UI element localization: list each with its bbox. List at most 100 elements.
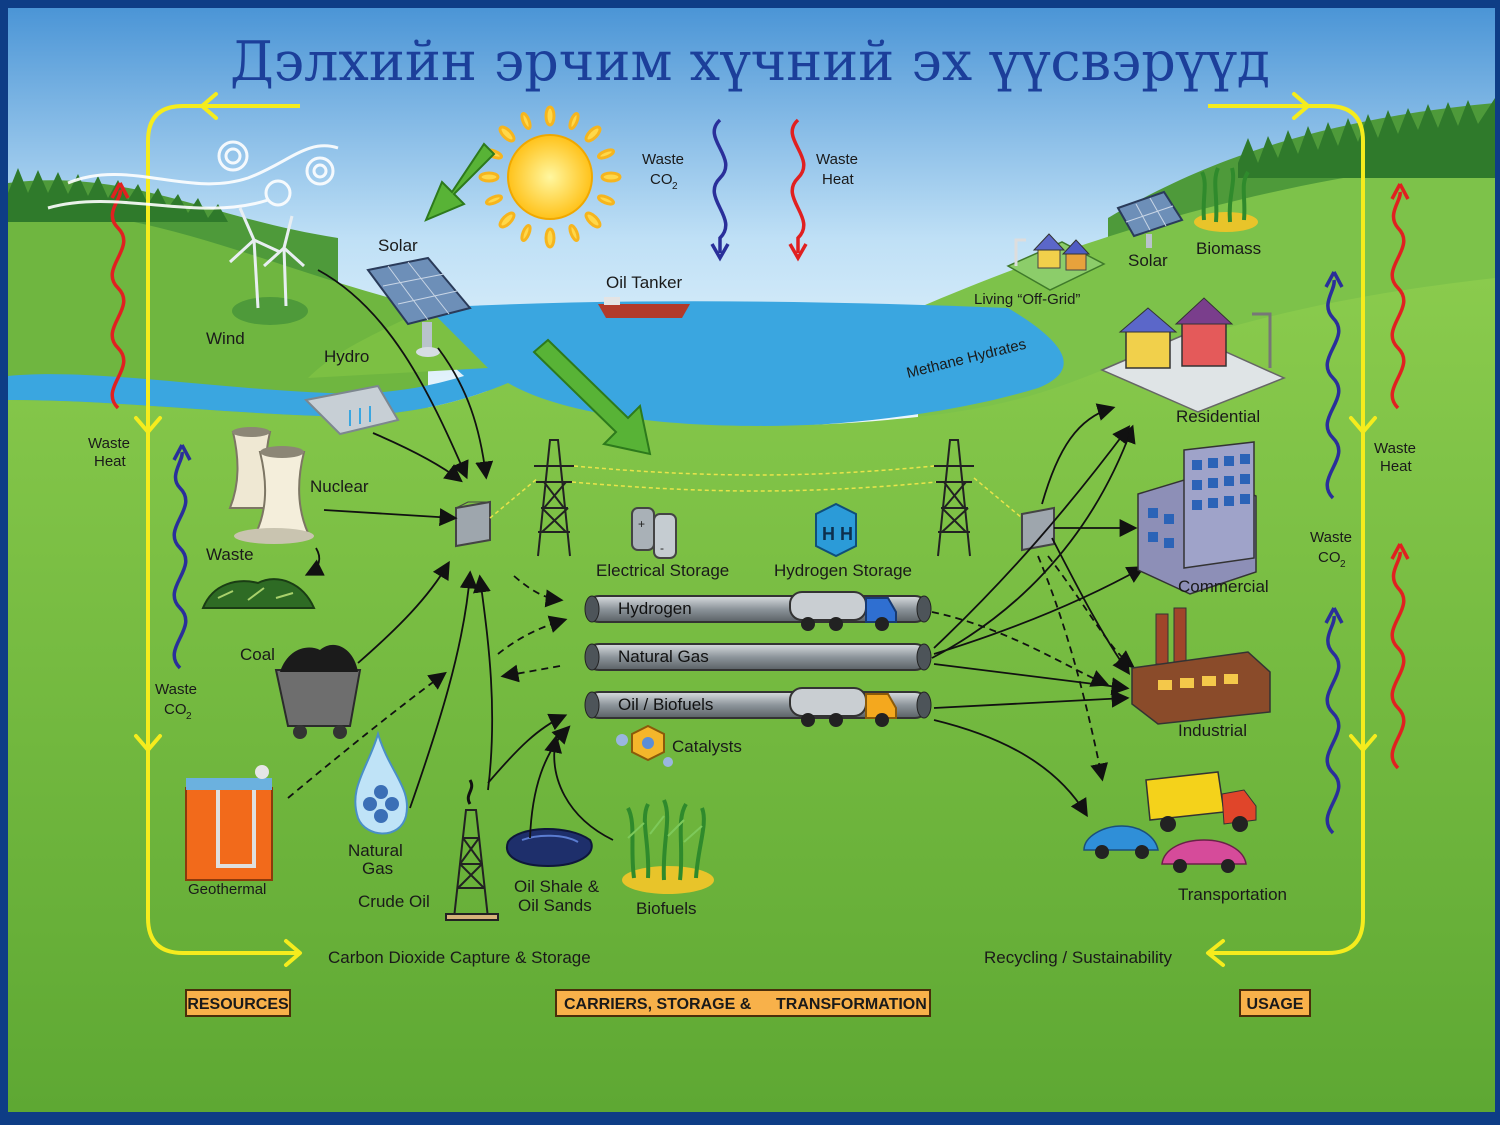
waste-heat-label-waste: Waste bbox=[816, 151, 858, 168]
usage-flow-arrows bbox=[931, 403, 1146, 818]
label-carbon-capture: Carbon Dioxide Capture & Storage bbox=[328, 948, 591, 967]
waste-co2-label-waste: Waste bbox=[642, 151, 684, 168]
usage-box-label: USAGE bbox=[1247, 996, 1304, 1013]
power-tower-left-icon bbox=[534, 439, 574, 557]
biomass-icon bbox=[1194, 167, 1258, 232]
label-natural-gas-pipe: Natural Gas bbox=[618, 647, 709, 666]
loop-arrowheads bbox=[134, 92, 1377, 967]
label-industrial: Industrial bbox=[1178, 721, 1247, 740]
left-waste-heat-waste: Waste bbox=[88, 435, 130, 452]
biofuels-icon bbox=[622, 799, 714, 894]
transportation-vehicles-icon bbox=[1083, 771, 1257, 873]
label-recycling: Recycling / Sustainability bbox=[984, 948, 1173, 967]
oil-derrick-icon bbox=[445, 779, 499, 921]
wind-turbine-icon bbox=[228, 207, 308, 325]
resources-box-label: RESOURCES bbox=[187, 996, 289, 1013]
waste-co2-label-sub: 2 bbox=[672, 181, 678, 192]
energy-diagram: Дэлхийн эрчим хүчний эх үүсвэрүүд bbox=[8, 8, 1495, 1112]
label-commercial: Commercial bbox=[1178, 577, 1269, 596]
label-biomass: Biomass bbox=[1196, 239, 1261, 258]
waste-co2-label-co: CO bbox=[650, 171, 673, 188]
resources-box: RESOURCES bbox=[185, 989, 291, 1017]
carriers-box-label-2: TRANSFORMATION bbox=[776, 996, 927, 1013]
oil-tanker-icon bbox=[598, 297, 690, 318]
right-waste-heat-waste: Waste bbox=[1374, 440, 1416, 457]
carriers-box-label-1: CARRIERS, STORAGE & bbox=[564, 996, 752, 1013]
left-waste-co2-sub: 2 bbox=[186, 711, 192, 722]
sun-icon bbox=[478, 105, 622, 249]
pipeline-natural-gas bbox=[584, 643, 932, 671]
page-title: Дэлхийн эрчим хүчний эх үүсвэрүүд bbox=[230, 30, 1270, 93]
label-waste: Waste bbox=[206, 545, 254, 564]
diagram-canvas: Дэлхийн эрчим хүчний эх үүсвэрүүд bbox=[8, 8, 1495, 1112]
off-grid-house-icon bbox=[1006, 233, 1106, 291]
transformer-right-icon bbox=[1021, 506, 1055, 552]
power-tower-right-icon bbox=[934, 439, 974, 557]
power-lines bbox=[489, 465, 1023, 519]
left-waste-heat-heat: Heat bbox=[94, 453, 127, 470]
geothermal-icon bbox=[185, 765, 273, 881]
left-waste-waves bbox=[110, 182, 192, 670]
label-hydro: Hydro bbox=[324, 347, 369, 366]
left-waste-co2-waste: Waste bbox=[155, 681, 197, 698]
label-biofuels: Biofuels bbox=[636, 899, 696, 918]
coal-cart-icon bbox=[274, 644, 362, 739]
label-solar-right: Solar bbox=[1128, 251, 1168, 270]
label-solar-left: Solar bbox=[378, 236, 418, 255]
usage-loop bbox=[146, 104, 1365, 955]
label-hydrogen-pipe: Hydrogen bbox=[618, 599, 692, 618]
green-arrow-sun-to-solar bbox=[424, 142, 496, 222]
label-coal: Coal bbox=[240, 645, 275, 664]
resource-flow-arrows bbox=[304, 269, 614, 841]
solar-panel-icon bbox=[366, 256, 472, 357]
usage-box: USAGE bbox=[1239, 989, 1311, 1017]
green-arrow-to-powerlines bbox=[532, 338, 652, 456]
carriers-box: CARRIERS, STORAGE & TRANSFORMATION bbox=[555, 989, 931, 1017]
oil-truck-icon bbox=[789, 687, 897, 727]
hydrogen-storage-icon: H H bbox=[815, 502, 857, 558]
commercial-buildings-icon bbox=[1137, 441, 1257, 595]
label-natural-gas-1: Natural bbox=[348, 841, 403, 860]
battery-icon: +- bbox=[631, 507, 677, 559]
label-oil-shale-2: Oil Sands bbox=[518, 896, 592, 915]
residential-houses-icon bbox=[1100, 297, 1286, 413]
industrial-factory-icon bbox=[1131, 607, 1271, 725]
svg-text:H H: H H bbox=[822, 524, 853, 544]
label-living-off-grid: Living “Off-Grid” bbox=[974, 291, 1080, 308]
catalysts-icon bbox=[616, 724, 673, 767]
label-oil-shale-1: Oil Shale & bbox=[514, 877, 600, 896]
label-nuclear: Nuclear bbox=[310, 477, 369, 496]
right-waste-co2-waste: Waste bbox=[1310, 529, 1352, 546]
label-catalysts: Catalysts bbox=[672, 737, 742, 756]
label-natural-gas-2: Gas bbox=[362, 859, 393, 878]
left-waste-co2-co: CO bbox=[164, 701, 187, 718]
label-crude-oil: Crude Oil bbox=[358, 892, 430, 911]
natural-gas-icon bbox=[354, 730, 408, 835]
wind-swirls bbox=[47, 140, 339, 210]
sky-waste-waves bbox=[710, 118, 808, 262]
label-hydrogen-storage: Hydrogen Storage bbox=[774, 561, 912, 580]
nuclear-plant-icon bbox=[228, 427, 314, 544]
emission-labels: Waste CO 2 Waste Heat Waste Heat Waste C… bbox=[88, 151, 1416, 722]
waste-pile-icon bbox=[201, 578, 316, 609]
label-residential: Residential bbox=[1176, 407, 1260, 426]
label-transportation: Transportation bbox=[1178, 885, 1287, 904]
right-waste-co2-sub: 2 bbox=[1340, 559, 1346, 570]
waste-heat-label-heat: Heat bbox=[822, 171, 855, 188]
oil-shale-icon bbox=[505, 828, 593, 868]
label-geothermal: Geothermal bbox=[188, 881, 266, 898]
right-waste-heat-heat: Heat bbox=[1380, 458, 1413, 475]
svg-text:-: - bbox=[660, 541, 664, 555]
label-wind: Wind bbox=[206, 329, 245, 348]
svg-text:+: + bbox=[638, 517, 645, 531]
solar-panel-right-icon bbox=[1116, 190, 1184, 248]
transformer-left-icon bbox=[455, 500, 491, 548]
label-oil-biofuels-pipe: Oil / Biofuels bbox=[618, 695, 713, 714]
right-waste-co2-co: CO bbox=[1318, 549, 1341, 566]
hydro-dam-icon bbox=[303, 384, 400, 436]
label-oil-tanker: Oil Tanker bbox=[606, 273, 683, 292]
right-waste-waves bbox=[1324, 183, 1410, 835]
dashed-flow-arrows bbox=[287, 555, 1135, 799]
hydrogen-truck-icon bbox=[789, 591, 897, 631]
